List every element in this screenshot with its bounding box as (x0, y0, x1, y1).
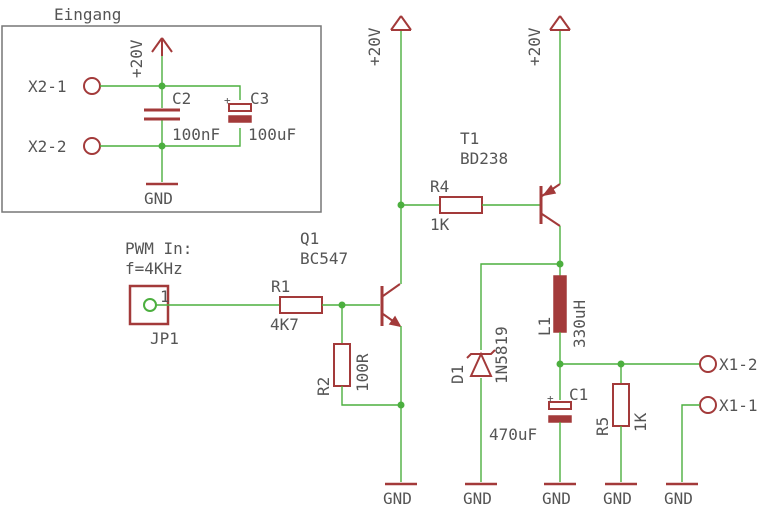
junction-q1-r2 (397, 401, 405, 409)
supply-t1: +20V (525, 15, 571, 66)
c1-value: 470uF (489, 425, 537, 444)
supply-q1-arrow (390, 15, 412, 31)
l1-inductor: L1 330uH (535, 275, 589, 400)
c1-capacitor: + C1 470uF (489, 385, 588, 482)
q1-emitter-arrow (388, 315, 402, 328)
t1-part: BD238 (460, 149, 508, 168)
x2-2-terminal[interactable] (83, 137, 101, 155)
r2-name: R2 (314, 377, 333, 396)
gnd-x1: GND (664, 482, 698, 508)
r1-resistor: R1 4K7 (156, 277, 380, 334)
l1-name: L1 (535, 317, 554, 336)
l1-body (553, 275, 567, 333)
pwm-label-line1: PWM In: (125, 239, 192, 258)
c2-value: 100nF (172, 125, 220, 144)
output-terminals: X1-2 X1-1 (681, 355, 758, 482)
supply-t1-label: +20V (525, 27, 544, 66)
input-gnd-label: GND (144, 189, 173, 208)
d1-top-wire (480, 263, 560, 350)
x1-1-terminal[interactable] (699, 396, 717, 414)
c3-plate-bottom (228, 115, 252, 123)
r4-body (439, 196, 483, 214)
gnd-d1-label: GND (463, 489, 492, 508)
jp1-pin-number: 1 (160, 287, 170, 306)
r4-value: 1K (430, 215, 450, 234)
output-section: R5 1K (560, 360, 700, 482)
gnd-r5: GND (603, 482, 637, 508)
input-block: Eingang X2-1 X2-2 +20V C2 100nF + C3 100… (1, 5, 322, 213)
input-supply-label: +20V (127, 39, 146, 78)
junction-c2-bottom (158, 142, 166, 150)
r4-name: R4 (430, 177, 449, 196)
c3-name: C3 (250, 89, 269, 108)
c3-value: 100uF (248, 125, 296, 144)
q1-transistor: Q1 BC547 (300, 30, 405, 482)
gnd-q1-label: GND (383, 489, 412, 508)
r5-name: R5 (593, 417, 612, 436)
d1-diode: D1 1N5819 (448, 263, 560, 482)
r1-name: R1 (271, 277, 290, 296)
x1-2-label: X1-2 (719, 355, 758, 374)
t1-collector-leg (541, 213, 561, 227)
t1-transistor: T1 BD238 (460, 30, 564, 276)
x2-2-label: X2-2 (28, 137, 67, 156)
c2-name: C2 (172, 89, 191, 108)
pwm-label-line2: f=4KHz (125, 259, 183, 278)
c1-plate-top (548, 401, 572, 410)
c1-plus: + (547, 392, 554, 405)
r2-resistor: R2 100R (314, 305, 401, 406)
x2-1-terminal[interactable] (83, 77, 101, 95)
d1-triangle (469, 351, 493, 377)
r2-bottom-wire (341, 386, 401, 406)
jp1-name: JP1 (150, 329, 179, 348)
supply-t1-arrow (549, 15, 571, 31)
supply-q1-label: +20V (365, 27, 384, 66)
r5-value: 1K (631, 412, 650, 432)
x1-1-label: X1-1 (719, 396, 758, 415)
c3-plate-top (228, 103, 252, 112)
x1-1-gnd-wire (681, 404, 700, 482)
gnd-r5-label: GND (603, 489, 632, 508)
gnd-d1: GND (463, 482, 497, 508)
gnd-c1-label: GND (542, 489, 571, 508)
x2-1-label: X2-1 (28, 77, 67, 96)
junction-c2-top (158, 82, 166, 90)
pwm-input: PWM In: f=4KHz 1 JP1 (125, 239, 192, 348)
d1-name: D1 (448, 365, 467, 384)
supply-q1: +20V (365, 15, 412, 66)
input-top-wire (100, 85, 241, 100)
jp1-pin-icon[interactable] (143, 298, 157, 312)
c3-plus: + (224, 94, 231, 107)
input-block-title: Eingang (54, 5, 121, 24)
c1-plate-bottom (548, 415, 572, 423)
r2-value: 100R (353, 353, 372, 392)
r1-value: 4K7 (270, 315, 299, 334)
input-bottom-wire (100, 128, 241, 147)
t1-emitter-arrow (542, 184, 557, 197)
r1-body (279, 296, 323, 314)
gnd-x1-label: GND (664, 489, 693, 508)
r2-body (333, 343, 351, 387)
input-frame (1, 25, 322, 213)
d1-part: 1N5819 (492, 326, 511, 384)
d1-bar (466, 349, 496, 359)
x1-2-terminal[interactable] (699, 355, 717, 373)
l1-value: 330uH (570, 300, 589, 348)
c1-name: C1 (569, 385, 588, 404)
r5-body (612, 383, 630, 427)
q1-part: BC547 (300, 249, 348, 268)
gnd-c1: GND (542, 482, 576, 508)
r4-resistor: R4 1K (401, 177, 540, 234)
input-supply-arrow (151, 37, 173, 56)
q1-name: Q1 (300, 229, 319, 248)
q1-collector-leg (382, 283, 401, 297)
gnd-q1: GND (383, 482, 417, 508)
t1-name: T1 (460, 129, 479, 148)
